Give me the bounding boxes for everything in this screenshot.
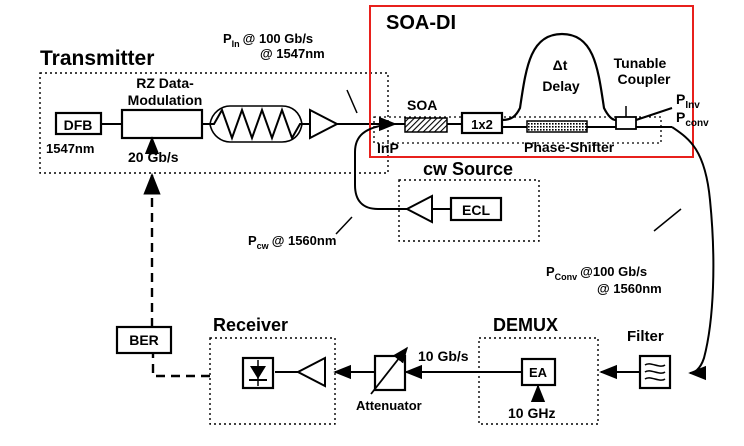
- cw-amplifier-icon: [404, 194, 433, 224]
- ber-tester: [115, 325, 173, 355]
- receiver-block: Receiver: [209, 315, 336, 425]
- amplifier-icon: [309, 108, 340, 140]
- attenuator: Attenuator: [333, 346, 422, 413]
- delay-label: Delay: [542, 78, 580, 94]
- receiver-amplifier-icon: [295, 356, 326, 388]
- svg-text:PConv@100 Gb/s: PConv@100 Gb/s: [546, 264, 647, 282]
- pconv-out-label: PConv@100 Gb/s @ 1560nm: [546, 208, 682, 296]
- modulator-label-line1: RZ Data-: [136, 75, 194, 91]
- svg-text:@ 1560nm: @ 1560nm: [597, 281, 662, 296]
- coupler-label-line2: Coupler: [618, 71, 671, 87]
- demux-title: DEMUX: [493, 315, 558, 335]
- cw-fiber: [354, 123, 407, 210]
- cw-source-block: cw Source ECL: [398, 159, 540, 242]
- pconv-fiber: [671, 126, 715, 381]
- p-inv-label: PInv: [676, 91, 700, 111]
- transmitter-title: Transmitter: [40, 47, 154, 70]
- delay-arm: [501, 32, 617, 122]
- pcw-label: Pcw@ 1560nm: [248, 216, 353, 251]
- delay-symbol: Δt: [553, 57, 568, 73]
- rate-label: 10 Gb/s: [418, 348, 469, 364]
- soa-label: SOA: [407, 97, 437, 113]
- p-conv-label: Pconv: [676, 109, 709, 129]
- soa-di-title: SOA-DI: [386, 12, 456, 34]
- transmitter-block: Transmitter RZ Data- Modulation DFB 1547…: [39, 47, 389, 174]
- attenuator-label: Attenuator: [356, 398, 422, 413]
- splitter-1x2: [460, 111, 504, 135]
- ea-label: EA: [529, 365, 548, 380]
- ber-block: BER: [115, 172, 210, 378]
- inp-chip: [373, 116, 662, 144]
- phase-shifter: [526, 120, 588, 133]
- cw-source-title: cw Source: [423, 159, 513, 179]
- dfb-wavelength: 1547nm: [46, 141, 94, 156]
- coupler-label-line1: Tunable: [614, 55, 667, 71]
- receiver-title: Receiver: [213, 315, 288, 335]
- tunable-coupler: [615, 116, 637, 130]
- fiber-spool: [208, 105, 304, 143]
- ber-label: BER: [129, 332, 159, 348]
- filter-block: Filter: [599, 328, 672, 390]
- soa-element: [404, 117, 448, 133]
- svg-text:@ 1547nm: @ 1547nm: [260, 46, 325, 61]
- soa-di-block: SOA-DI SOA InP 1x2 Phase-Shifter Δt Dela…: [369, 5, 694, 158]
- splitter-label: 1x2: [471, 117, 493, 132]
- demux-clock-label: 10 GHz: [508, 405, 555, 421]
- ecl-label: ECL: [462, 202, 490, 218]
- rz-modulator: [120, 108, 204, 140]
- inp-label: InP: [377, 140, 399, 156]
- pin-label: PIn@ 100 Gb/s @ 1547nm: [223, 31, 358, 114]
- dfb-label: DFB: [64, 117, 93, 133]
- modulator-label-line2: Modulation: [128, 92, 203, 108]
- tx-clock-label: 20 Gb/s: [128, 149, 179, 165]
- svg-text:Pcw@ 1560nm: Pcw@ 1560nm: [248, 233, 336, 251]
- phase-shifter-label: Phase-Shifter: [524, 139, 615, 155]
- demux-block: DEMUX EA 10 GHz 10 Gb/s: [404, 315, 599, 425]
- filter-label: Filter: [627, 328, 664, 345]
- svg-text:PIn@ 100 Gb/s: PIn@ 100 Gb/s: [223, 31, 313, 49]
